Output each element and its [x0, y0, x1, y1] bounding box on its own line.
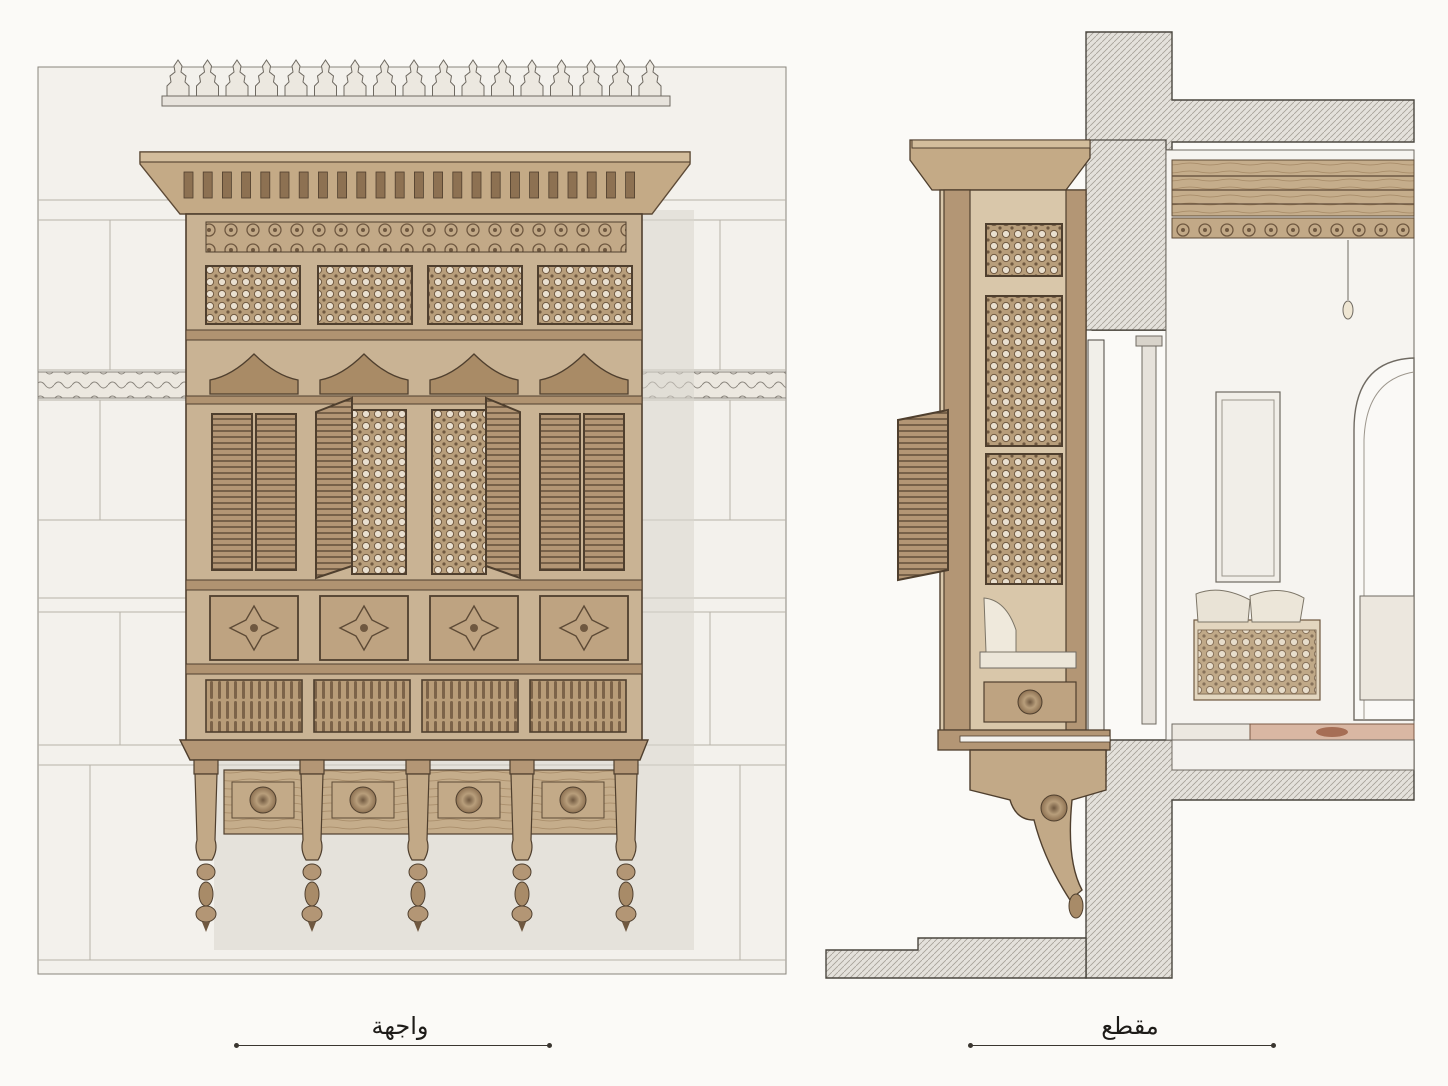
cushion — [1195, 589, 1251, 623]
dentil — [413, 171, 424, 199]
dentil — [529, 171, 539, 199]
fluted-panels — [205, 679, 627, 733]
arched-tympana — [209, 353, 629, 395]
crenellation — [461, 59, 485, 97]
crenellation — [314, 59, 337, 97]
wall-opening-jamb — [1087, 339, 1105, 741]
interior-door-panel — [1215, 391, 1281, 583]
dentil — [183, 171, 194, 199]
bracket-post — [193, 759, 219, 932]
crenellation — [432, 59, 455, 97]
interior-column — [1141, 343, 1157, 725]
section-drawing: مقطع — [820, 0, 1448, 1086]
dentil — [375, 171, 386, 199]
dentil — [317, 171, 328, 199]
section-bracket — [969, 749, 1107, 902]
elevation-caption: واجهة — [371, 1012, 429, 1040]
dentil — [625, 171, 635, 199]
bracket-post — [299, 759, 325, 932]
dentil — [567, 171, 578, 199]
crenellation — [373, 59, 396, 97]
cornice-dentils — [183, 171, 635, 199]
section-caption: مقطع — [1101, 1012, 1159, 1040]
dentil — [279, 171, 290, 199]
interior-frieze — [1171, 217, 1415, 239]
section-caption-rule — [968, 1043, 1276, 1048]
beam-lines — [1172, 175, 1414, 205]
dentil — [509, 171, 520, 199]
crenellation — [284, 59, 308, 97]
shutter-sill — [185, 579, 643, 591]
elevation-svg — [37, 59, 787, 975]
elevation-caption-rule — [234, 1043, 552, 1048]
corbel-rosettes — [231, 781, 605, 819]
dentil — [298, 171, 309, 199]
section-lattice-screen — [985, 295, 1063, 447]
crenellation — [491, 59, 514, 97]
section-upper-lattice — [985, 223, 1063, 277]
section-pendant — [1068, 893, 1084, 919]
dentil — [337, 171, 348, 199]
lower-transom — [185, 663, 643, 675]
section-svg — [825, 31, 1415, 979]
crenellation — [402, 59, 426, 97]
shutter-row — [211, 396, 625, 580]
dentil — [586, 171, 597, 199]
dentil — [548, 171, 559, 199]
section-seat — [979, 651, 1077, 669]
elevation-drawing: واجهة — [37, 59, 787, 1048]
star-panels — [209, 595, 629, 661]
dentil — [221, 171, 232, 199]
base-ledge — [178, 739, 650, 761]
dentil — [471, 171, 482, 199]
parapet-crenellations — [166, 59, 662, 97]
dentil — [241, 171, 252, 199]
corbel-brackets — [193, 759, 639, 932]
upper-lattice-row — [205, 265, 633, 325]
section-cushion — [983, 597, 1017, 653]
crenellation — [255, 59, 278, 97]
dentil — [394, 171, 405, 199]
bracket-post — [509, 759, 535, 932]
dentil — [202, 171, 213, 199]
section-open-shutter — [897, 408, 949, 582]
crenellation — [579, 59, 603, 97]
arch-sill — [185, 395, 643, 405]
dentil — [452, 171, 463, 199]
upper-carved-frieze — [205, 221, 627, 253]
ceiling-beams — [1171, 159, 1415, 217]
dentil — [606, 171, 616, 199]
crenellation — [520, 59, 544, 97]
hanging-lamp — [1342, 300, 1354, 320]
interior-cabinet — [1359, 595, 1415, 701]
cornice-top-board — [139, 151, 691, 163]
upper-transom — [185, 329, 643, 341]
crenellation — [196, 59, 219, 97]
upper-wall-pier — [1085, 139, 1167, 331]
crenellation — [638, 59, 662, 97]
cushion — [1249, 590, 1305, 623]
floor-slab — [1171, 739, 1415, 771]
dentil — [433, 171, 444, 199]
section-lattice-screen — [985, 453, 1063, 585]
bracket-post — [405, 759, 431, 932]
dentil — [356, 171, 367, 199]
crenellation — [609, 59, 632, 97]
dentil — [490, 171, 501, 199]
crenellation — [166, 59, 190, 97]
parapet-base — [161, 95, 671, 107]
bracket-post — [613, 759, 639, 932]
crenellation — [550, 59, 573, 97]
crenellation — [343, 59, 367, 97]
section-inner-post — [1065, 189, 1087, 731]
dentil — [260, 171, 271, 199]
crenellation — [225, 59, 249, 97]
